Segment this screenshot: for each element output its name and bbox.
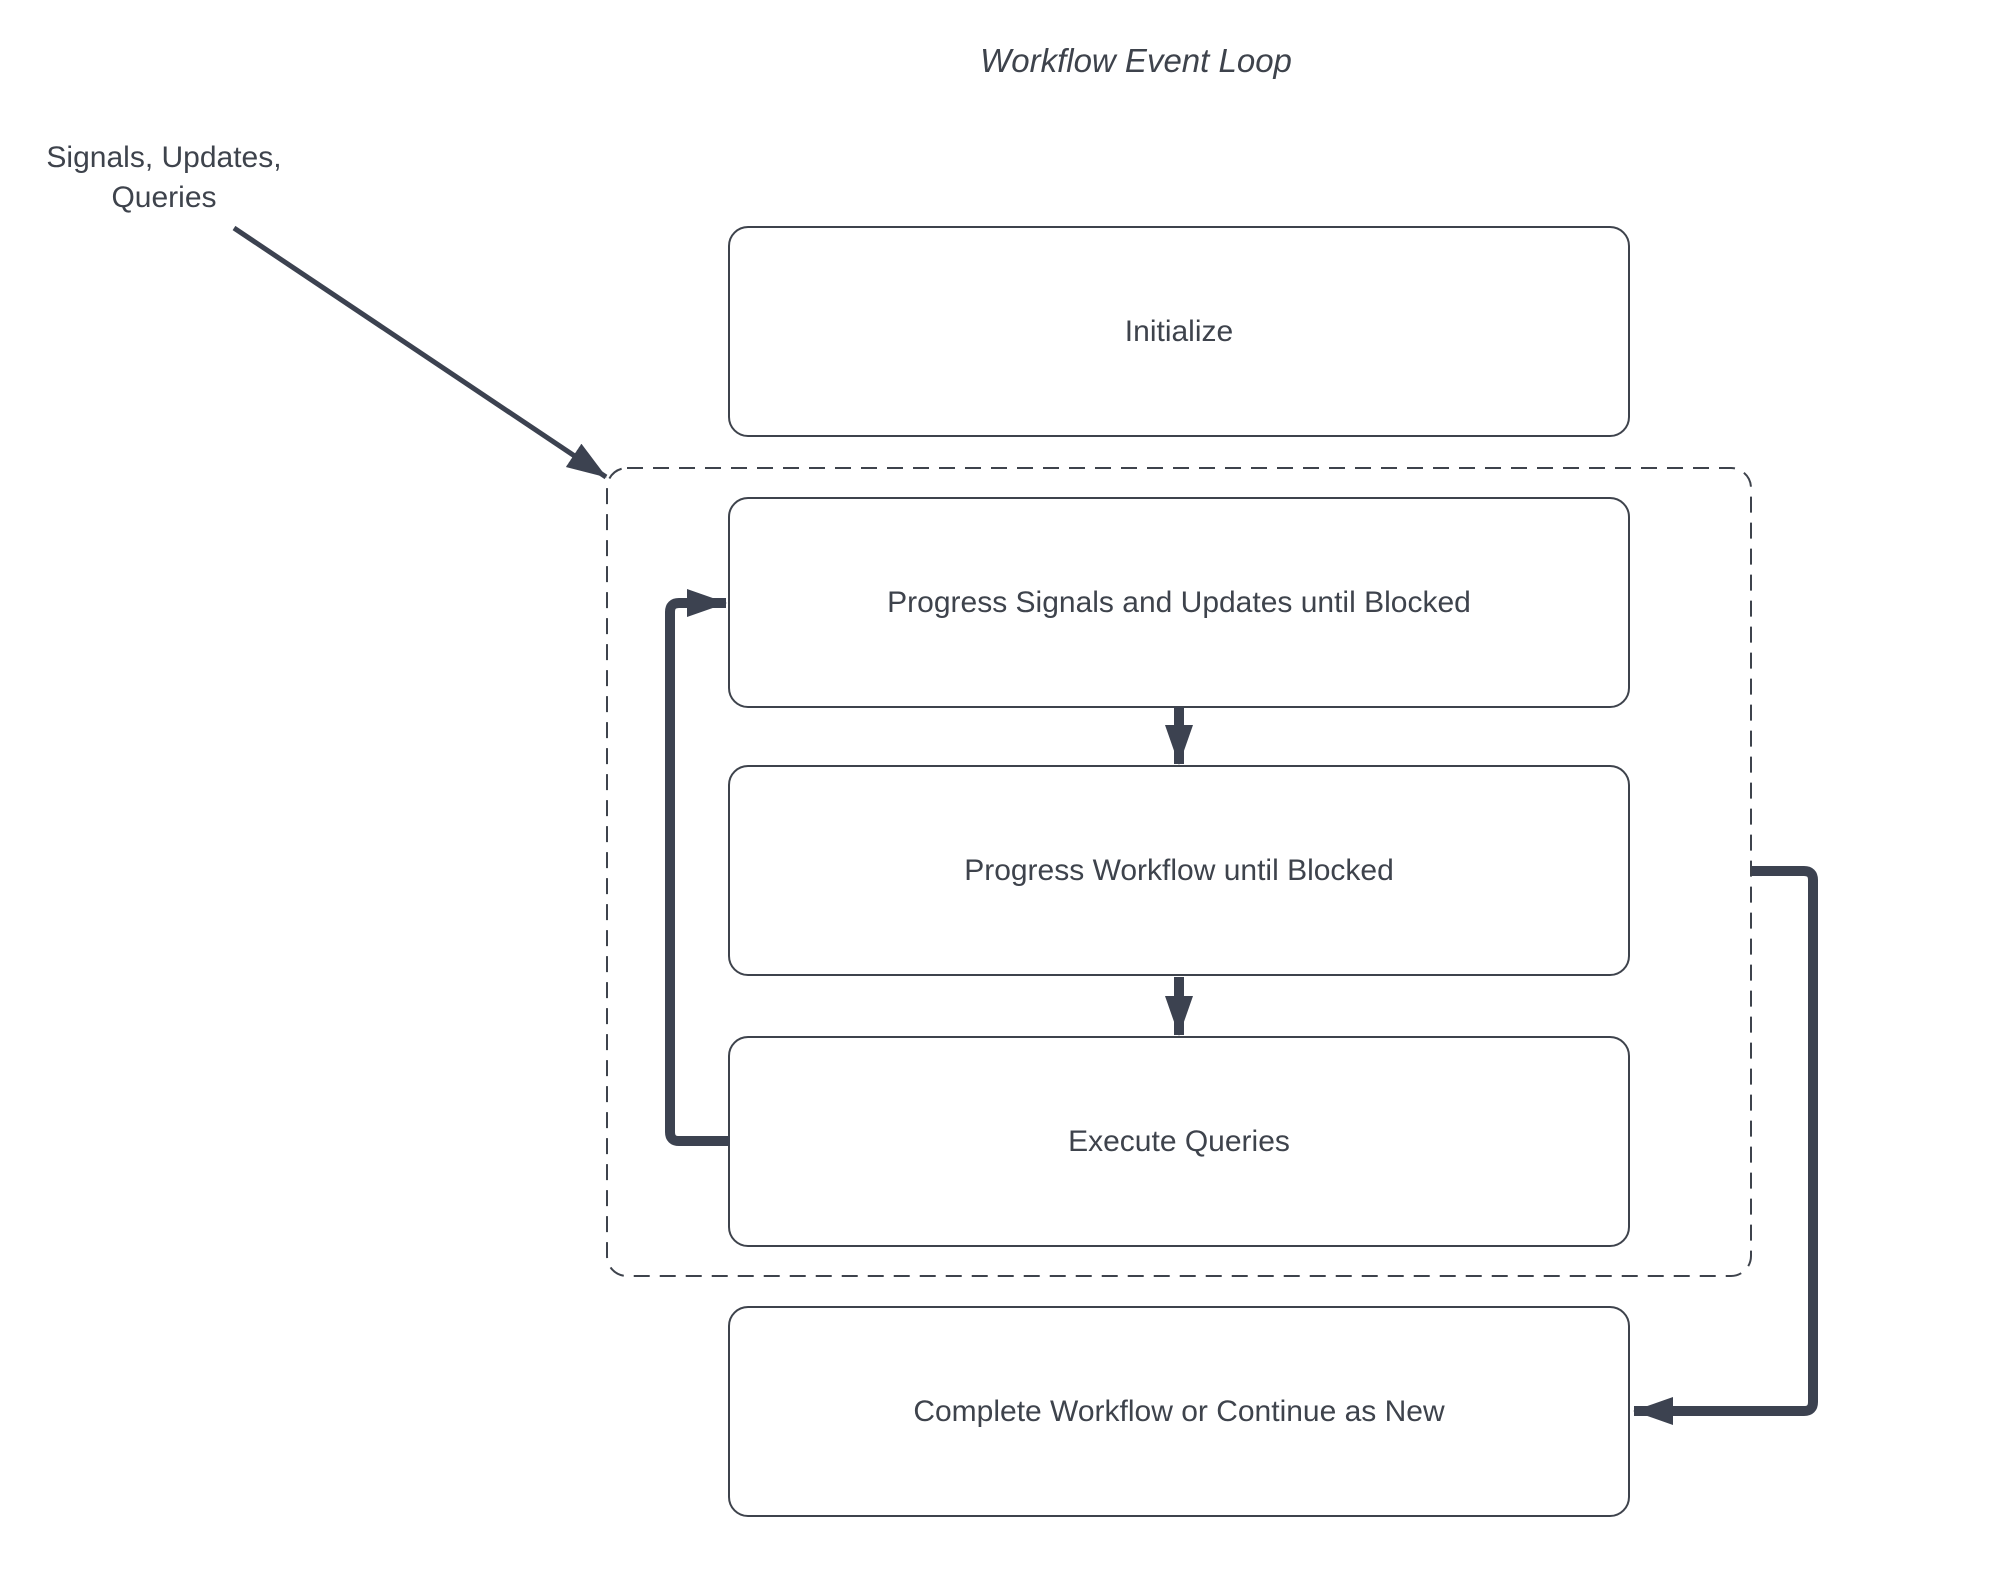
node-initialize-label: Initialize <box>1124 314 1234 348</box>
edge-group-to-complete <box>1633 866 1818 1425</box>
signals-updates-queries-annotation: Signals, Updates, Queries <box>46 141 282 214</box>
node-progress-workflow: Progress Workflow until Blocked <box>728 765 1630 976</box>
node-progress-signals-label: Progress Signals and Updates until Block… <box>887 585 1471 619</box>
node-progress-signals: Progress Signals and Updates until Block… <box>728 497 1630 708</box>
node-complete-label: Complete Workflow or Continue as New <box>913 1394 1445 1428</box>
edge-execute-queries-to-progress-signals <box>665 589 730 1146</box>
node-complete: Complete Workflow or Continue as New <box>728 1306 1630 1517</box>
node-progress-workflow-label: Progress Workflow until Blocked <box>964 853 1394 887</box>
node-execute-queries-label: Execute Queries <box>1068 1124 1290 1158</box>
node-execute-queries: Execute Queries <box>728 1036 1630 1247</box>
edge-annotation-to-group <box>232 225 608 480</box>
node-initialize: Initialize <box>728 226 1630 437</box>
diagram-title: Workflow Event Loop <box>980 42 1292 79</box>
